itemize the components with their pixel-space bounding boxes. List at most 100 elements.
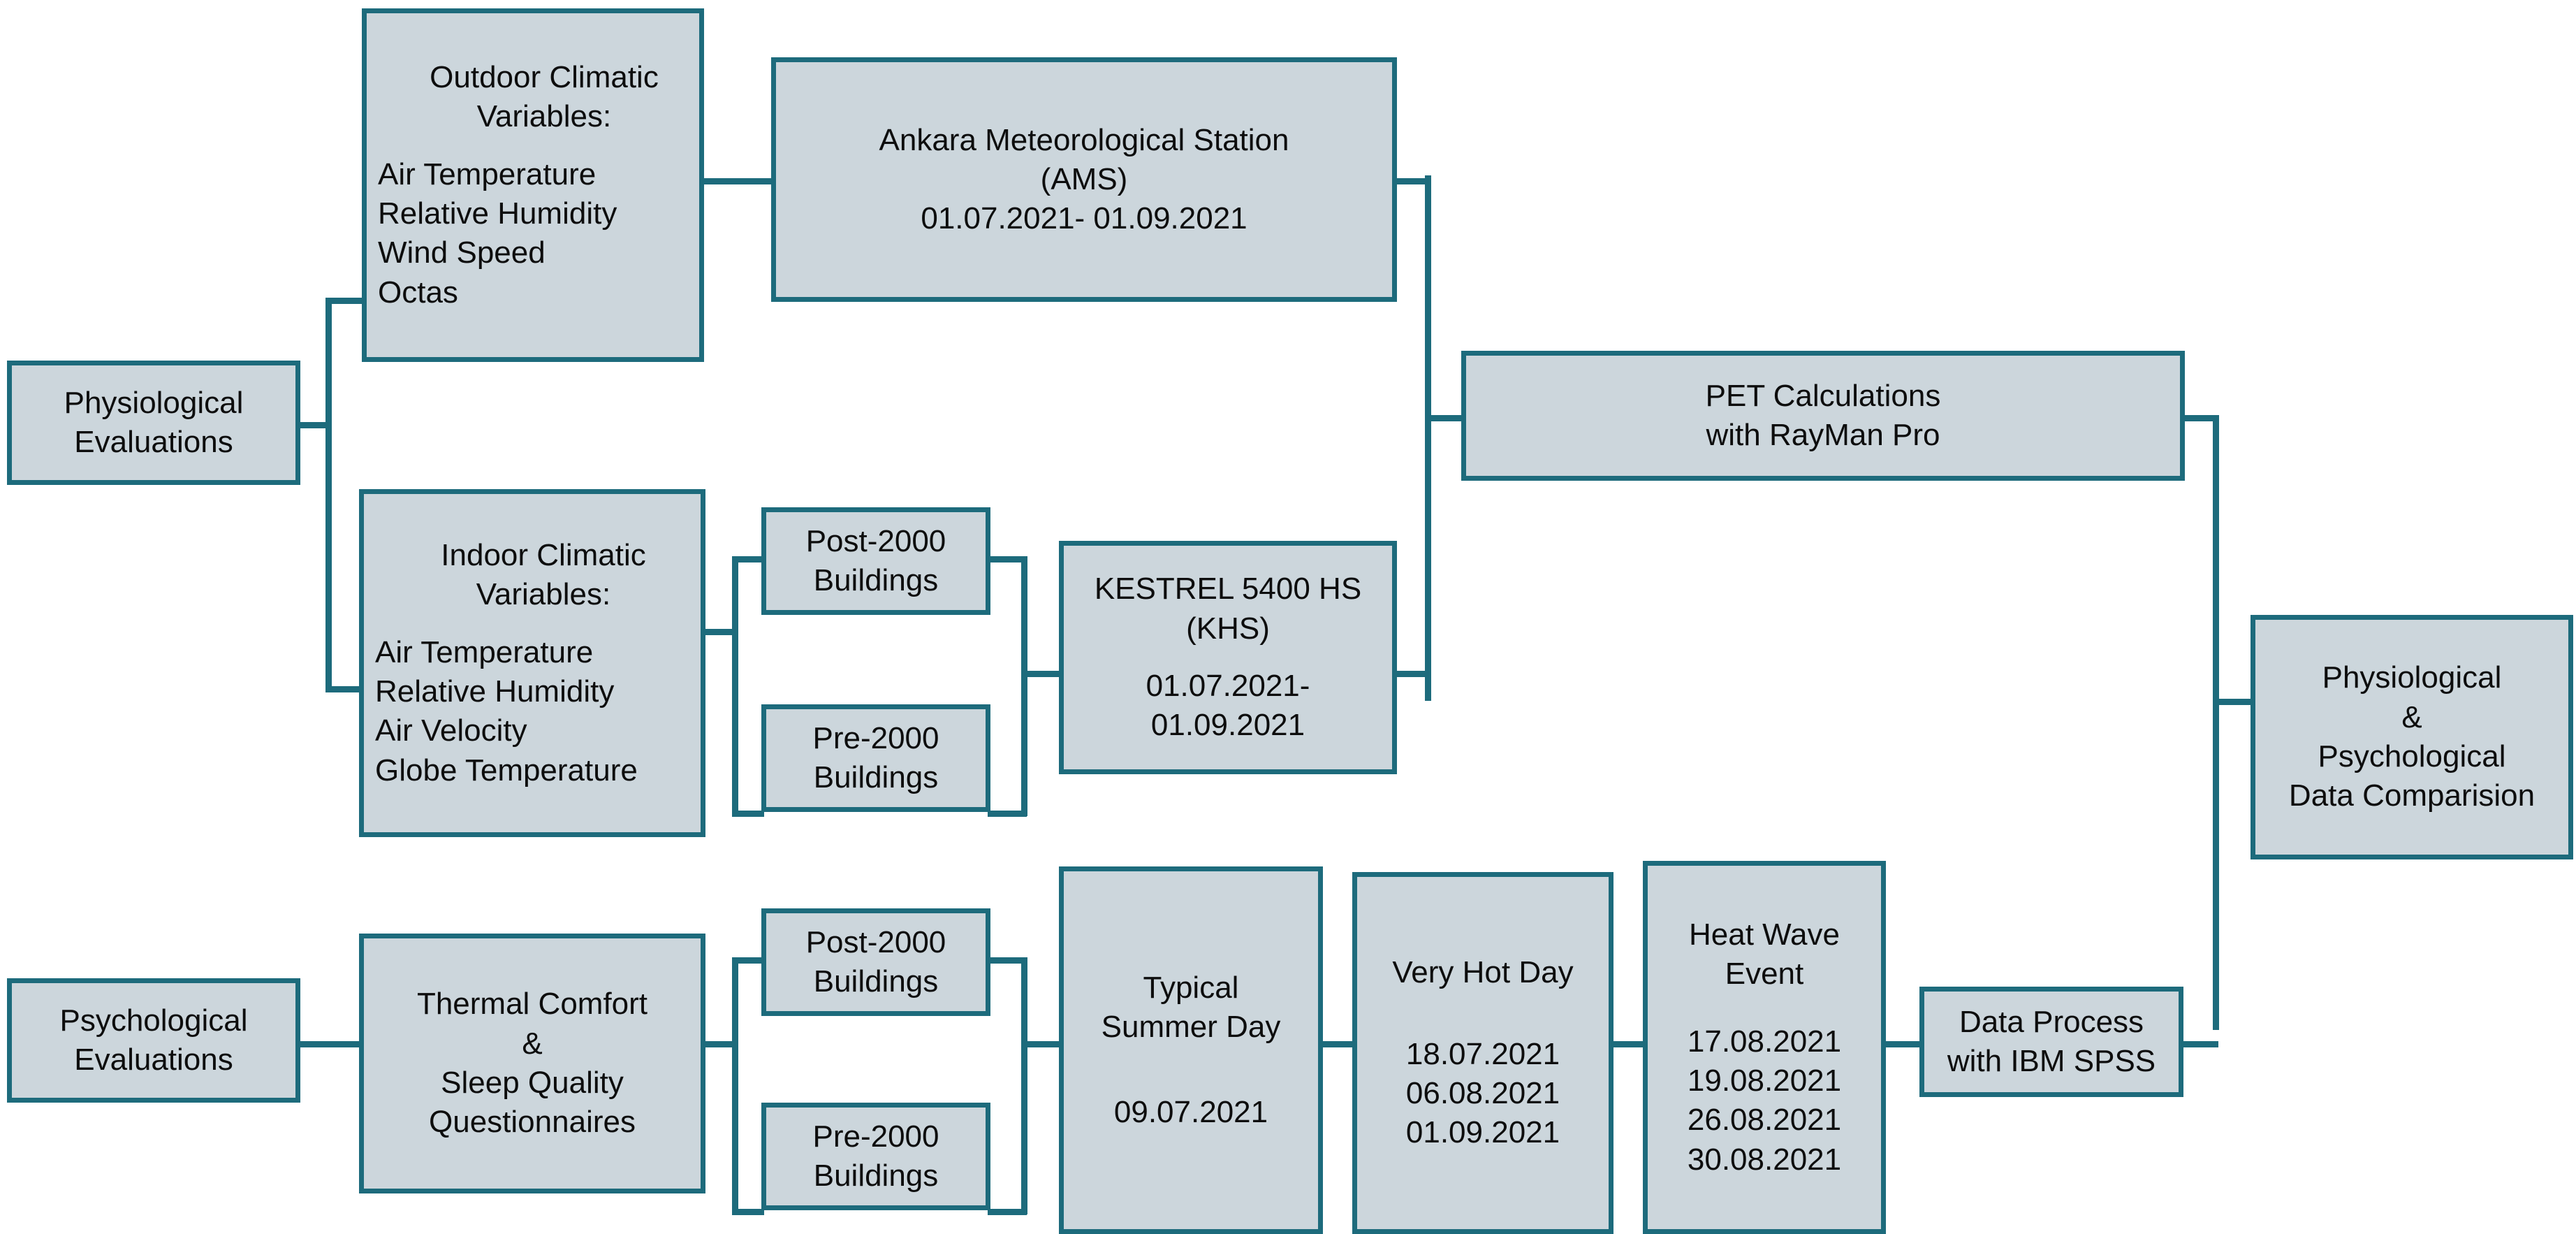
connector-survey-pre2000-to-merge bbox=[988, 1209, 1027, 1215]
connector-pre2000-to-merge bbox=[988, 811, 1027, 817]
indoor-spacer bbox=[375, 615, 712, 633]
connector-khs-to-trunk bbox=[1393, 671, 1430, 677]
node-outdoor-climatic-variables[interactable]: Outdoor Climatic Variables: Air Temperat… bbox=[362, 8, 704, 362]
connector-indoor-to-subbranch bbox=[700, 629, 736, 635]
survey-post2000-line-1: Post-2000 bbox=[805, 924, 946, 959]
connector-ams-to-trunk bbox=[1393, 178, 1430, 184]
comparison-line-1: Physiological bbox=[2322, 660, 2502, 695]
indoor-title-line-2: Variables: bbox=[476, 577, 611, 612]
connector-merge-to-khs bbox=[1021, 671, 1062, 677]
survey-post2000-line-2: Buildings bbox=[813, 964, 939, 999]
physiological-evaluations-line-1: Physiological bbox=[64, 385, 244, 420]
indoor-variable-air-temperature: Air Temperature bbox=[375, 634, 594, 669]
node-heat-wave-event[interactable]: Heat Wave Event 17.08.2021 19.08.2021 26… bbox=[1643, 861, 1886, 1234]
node-physiological-evaluations[interactable]: Physiological Evaluations bbox=[7, 361, 300, 485]
questionnaires-line-3: Sleep Quality bbox=[441, 1066, 624, 1100]
typical-day-title-line-2: Summer Day bbox=[1101, 1009, 1281, 1044]
comparison-line-2: & bbox=[2401, 699, 2422, 734]
connector-right-trunk-pet bbox=[1425, 175, 1431, 701]
node-psychological-evaluations[interactable]: Psychological Evaluations bbox=[7, 978, 300, 1103]
connector-merge-to-typical-day bbox=[1021, 1041, 1062, 1047]
heat-wave-date-3: 26.08.2021 bbox=[1687, 1103, 1842, 1138]
khs-line-2: (KHS) bbox=[1186, 611, 1270, 646]
questionnaires-line-2: & bbox=[522, 1026, 543, 1061]
indoor-post2000-line-2: Buildings bbox=[813, 563, 939, 597]
node-indoor-post-2000-buildings[interactable]: Post-2000 Buildings bbox=[761, 507, 990, 615]
indoor-variable-globe-temperature: Globe Temperature bbox=[375, 753, 638, 787]
outdoor-variable-octas: Octas bbox=[378, 275, 458, 310]
connector-survey-subbranch-trunk bbox=[732, 960, 738, 1212]
node-pet-calculations[interactable]: PET Calculations with RayMan Pro bbox=[1461, 351, 2185, 481]
connector-outdoor-to-ams bbox=[700, 178, 774, 184]
connector-indoor-subbranch-trunk bbox=[732, 559, 738, 816]
indoor-variable-relative-humidity: Relative Humidity bbox=[375, 674, 615, 709]
node-survey-post-2000-buildings[interactable]: Post-2000 Buildings bbox=[761, 908, 990, 1016]
questionnaires-line-1: Thermal Comfort bbox=[416, 987, 648, 1022]
ams-line-2: (AMS) bbox=[1040, 161, 1128, 196]
node-typical-summer-day[interactable]: Typical Summer Day 09.07.2021 bbox=[1059, 866, 1323, 1234]
indoor-pre2000-line-1: Pre-2000 bbox=[812, 720, 939, 755]
pet-line-1: PET Calculations bbox=[1705, 378, 1941, 413]
spss-line-2: with IBM SPSS bbox=[1947, 1044, 2156, 1078]
outdoor-spacer bbox=[378, 137, 710, 155]
survey-pre2000-line-1: Pre-2000 bbox=[812, 1119, 939, 1154]
connector-branch-trunk-left bbox=[325, 300, 332, 692]
connector-branch-to-indoor bbox=[325, 686, 365, 692]
node-survey-pre-2000-buildings[interactable]: Pre-2000 Buildings bbox=[761, 1103, 990, 1210]
node-data-process-spss[interactable]: Data Process with IBM SPSS bbox=[1919, 987, 2183, 1097]
psychological-evaluations-line-1: Psychological bbox=[59, 1003, 248, 1038]
khs-line-1: KESTREL 5400 HS bbox=[1094, 572, 1362, 607]
questionnaires-line-4: Questionnaires bbox=[429, 1105, 636, 1140]
heat-wave-date-1: 17.08.2021 bbox=[1687, 1024, 1842, 1059]
connector-heatwave-to-spss bbox=[1883, 1041, 1922, 1047]
outdoor-variable-air-temperature: Air Temperature bbox=[378, 157, 597, 191]
outdoor-variable-wind-speed: Wind Speed bbox=[378, 235, 546, 270]
connector-veryhot-to-heatwave bbox=[1611, 1041, 1646, 1047]
connector-branch-to-outdoor bbox=[325, 298, 365, 304]
node-data-comparison[interactable]: Physiological & Psychological Data Compa… bbox=[2251, 615, 2573, 859]
very-hot-day-date-2: 06.08.2021 bbox=[1405, 1076, 1560, 1110]
outdoor-title-line-2: Variables: bbox=[476, 99, 612, 134]
indoor-post2000-line-1: Post-2000 bbox=[805, 523, 946, 558]
connector-typical-to-veryhot bbox=[1322, 1041, 1356, 1047]
heat-wave-date-4: 30.08.2021 bbox=[1687, 1142, 1842, 1177]
connector-survey-merge-trunk bbox=[1021, 957, 1027, 1214]
typical-day-date-1: 09.07.2021 bbox=[1113, 1095, 1268, 1130]
outdoor-variable-relative-humidity: Relative Humidity bbox=[378, 196, 617, 231]
heat-wave-title-line-1: Heat Wave bbox=[1688, 917, 1840, 952]
node-very-hot-day[interactable]: Very Hot Day 18.07.2021 06.08.2021 01.09… bbox=[1352, 872, 1613, 1234]
ams-date-range: 01.07.2021- 01.09.2021 bbox=[921, 201, 1247, 236]
connector-survey-post2000-to-merge bbox=[988, 957, 1027, 964]
indoor-variable-air-velocity: Air Velocity bbox=[375, 713, 527, 748]
physiological-evaluations-line-2: Evaluations bbox=[74, 425, 233, 459]
indoor-title-line-1: Indoor Climatic bbox=[441, 538, 646, 573]
connector-far-right-trunk bbox=[2213, 415, 2219, 1030]
connector-subbranch-to-survey-post2000 bbox=[732, 957, 764, 964]
ams-line-1: Ankara Meteorological Station bbox=[879, 122, 1289, 157]
survey-pre2000-line-2: Buildings bbox=[813, 1159, 939, 1193]
psychological-evaluations-line-2: Evaluations bbox=[74, 1043, 233, 1077]
connector-subbranch-to-pre2000 bbox=[732, 811, 764, 817]
node-ankara-meteorological-station[interactable]: Ankara Meteorological Station (AMS) 01.0… bbox=[771, 57, 1397, 302]
node-indoor-pre-2000-buildings[interactable]: Pre-2000 Buildings bbox=[761, 704, 990, 812]
spss-line-1: Data Process bbox=[1959, 1004, 2144, 1039]
connector-questionnaires-to-subbranch bbox=[700, 1041, 736, 1047]
khs-date-start: 01.07.2021- bbox=[1146, 669, 1310, 703]
node-questionnaires[interactable]: Thermal Comfort & Sleep Quality Question… bbox=[359, 934, 705, 1193]
outdoor-title-line-1: Outdoor Climatic bbox=[430, 60, 659, 95]
typical-day-title-line-1: Typical bbox=[1143, 970, 1239, 1005]
very-hot-day-date-3: 01.09.2021 bbox=[1405, 1115, 1560, 1150]
node-indoor-climatic-variables[interactable]: Indoor Climatic Variables: Air Temperatu… bbox=[359, 489, 705, 837]
connector-post2000-to-merge bbox=[988, 556, 1027, 562]
indoor-pre2000-line-2: Buildings bbox=[813, 760, 939, 794]
comparison-line-3: Psychological bbox=[2318, 739, 2506, 774]
connector-trunk-to-pet bbox=[1425, 415, 1464, 421]
very-hot-day-title-line-1: Very Hot Day bbox=[1392, 955, 1574, 990]
very-hot-day-date-1: 18.07.2021 bbox=[1405, 1036, 1560, 1071]
connector-psychological-to-questionnaires bbox=[296, 1041, 365, 1047]
node-kestrel-5400-hs[interactable]: KESTREL 5400 HS (KHS) 01.07.2021- 01.09.… bbox=[1059, 541, 1397, 774]
comparison-line-4: Data Comparision bbox=[2288, 778, 2535, 813]
connector-farright-to-comparison bbox=[2213, 699, 2255, 705]
connector-physiological-to-branch bbox=[296, 422, 331, 428]
